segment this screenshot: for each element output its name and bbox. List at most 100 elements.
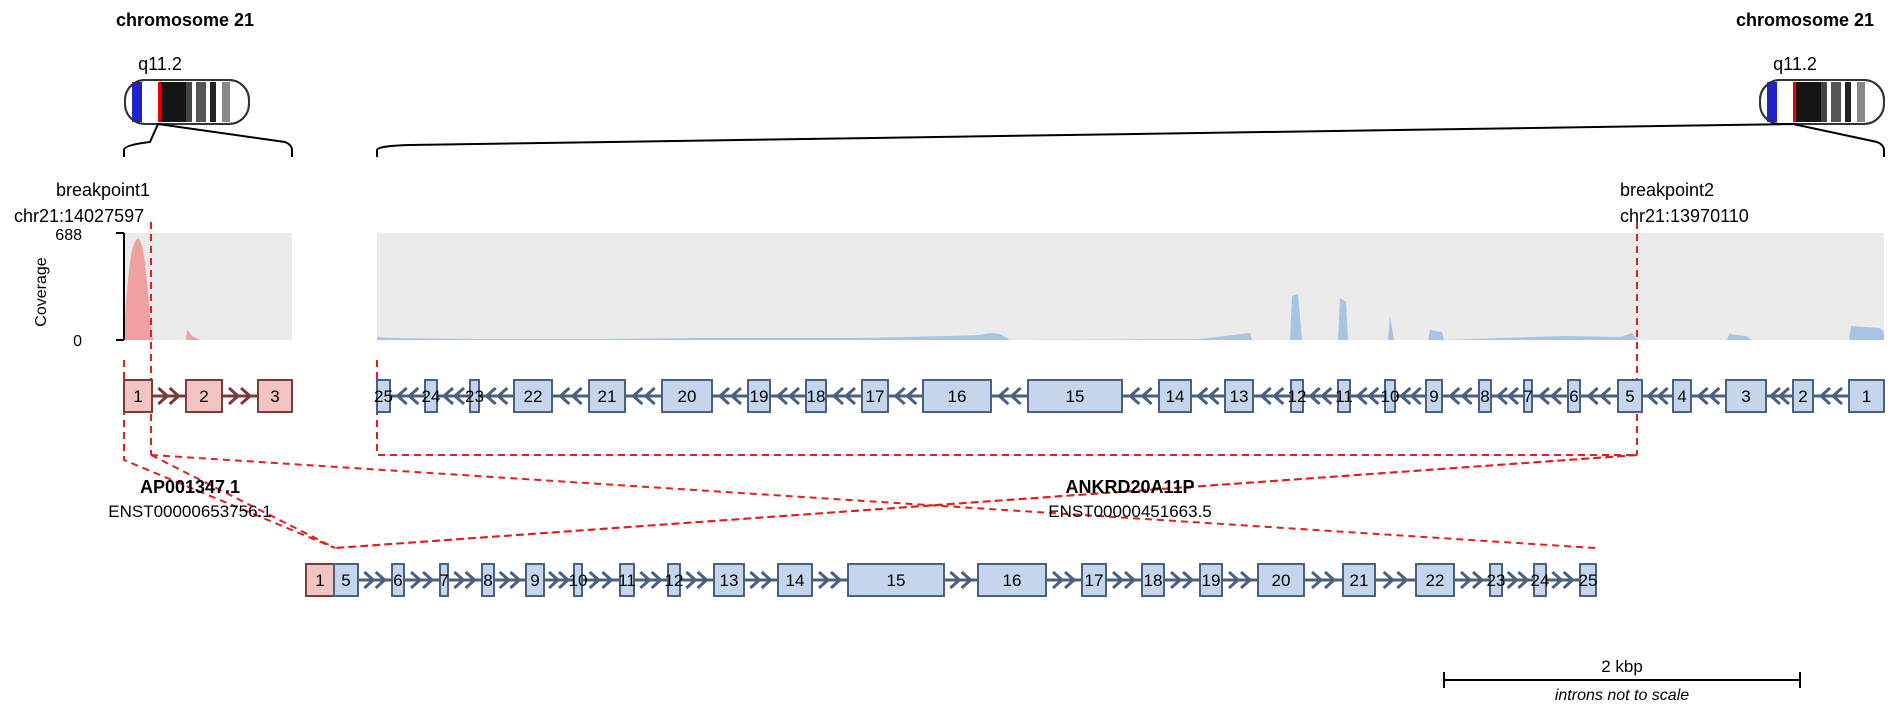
right-exon xyxy=(1027,379,1123,413)
right-intron-arrow xyxy=(1549,386,1562,406)
right-intron-arrow xyxy=(1009,386,1022,406)
right-intron-arrow xyxy=(407,386,420,406)
right-exon xyxy=(1478,379,1492,413)
right-exon xyxy=(1158,379,1192,413)
fusion-exon-label: 7 xyxy=(439,571,448,590)
right-intron-arrow xyxy=(1768,386,1781,406)
right-intron-arrow xyxy=(570,386,583,406)
right-intron-arrow xyxy=(1830,386,1843,406)
right-intron-arrow xyxy=(997,386,1010,406)
fusion-exon xyxy=(1415,563,1455,597)
fusion-exon xyxy=(305,563,335,597)
right-intron-arrow xyxy=(1259,386,1272,406)
left-transcript-id: ENST00000653756.1 xyxy=(108,502,272,521)
right-intron-arrow xyxy=(787,386,800,406)
fusion-intron-arrow xyxy=(548,570,561,590)
right-exon-label: 13 xyxy=(1230,387,1249,406)
right-intron-arrow xyxy=(831,386,844,406)
fusion-exon-label: 21 xyxy=(1350,571,1369,590)
right-exon-label: 23 xyxy=(465,387,484,406)
right-intron-arrow xyxy=(1586,386,1599,406)
fusion-intron-arrow xyxy=(1517,570,1530,590)
right-exon-label: 10 xyxy=(1381,387,1400,406)
right-intron-arrow xyxy=(1409,386,1422,406)
left-coverage-area xyxy=(124,238,154,340)
fusion-exon-label: 6 xyxy=(393,571,402,590)
right-exon-label: 20 xyxy=(678,387,697,406)
fusion-exon xyxy=(1141,563,1165,597)
right-intron-arrow xyxy=(893,386,906,406)
fusion-intron-arrow xyxy=(960,570,973,590)
right-intron-arrow xyxy=(1367,386,1380,406)
right-zoom-bracket xyxy=(376,123,1885,157)
fusion-exon-label: 18 xyxy=(1144,571,1163,590)
right-exon-label: 4 xyxy=(1677,387,1686,406)
right-exon xyxy=(1523,379,1533,413)
fusion-intron-arrow xyxy=(1064,570,1077,590)
fusion-intron-arrow xyxy=(1506,570,1519,590)
fusion-exon-label: 23 xyxy=(1487,571,1506,590)
fusion-intron-arrow xyxy=(696,570,709,590)
right-exon-label: 2 xyxy=(1798,387,1807,406)
right-intron-arrow xyxy=(1128,386,1141,406)
fusion-exon xyxy=(667,563,681,597)
fusion-intron-arrow xyxy=(498,570,511,590)
right-intron-arrow xyxy=(1355,386,1368,406)
fusion-exon-label: 1 xyxy=(315,571,324,590)
right-exon-label: 25 xyxy=(374,387,393,406)
fusion-intron-arrow xyxy=(1112,570,1125,590)
fusion-exon xyxy=(439,563,449,597)
right-exon xyxy=(1792,379,1814,413)
left-gene-name: AP001347.1 xyxy=(140,477,240,497)
fusion-exon xyxy=(1199,563,1223,597)
fusion-exon-label: 16 xyxy=(1003,571,1022,590)
right-chromosome-title: chromosome 21 xyxy=(1736,10,1874,30)
breakpoint1-coord: chr21:14027597 xyxy=(14,206,144,226)
right-exon xyxy=(513,379,553,413)
right-exon-label: 11 xyxy=(1335,387,1353,406)
right-intron-arrow xyxy=(717,386,730,406)
right-intron-arrow xyxy=(1656,386,1669,406)
fusion-exon-label: 13 xyxy=(720,571,739,590)
fusion-intron-arrow xyxy=(650,570,663,590)
fusion-exon xyxy=(713,563,745,597)
fusion-intron-arrow xyxy=(1170,570,1183,590)
right-exon xyxy=(1224,379,1254,413)
right-exon xyxy=(1567,379,1581,413)
fusion-intron-arrow xyxy=(422,570,435,590)
right-exon-label: 16 xyxy=(948,387,967,406)
right-intron-arrow xyxy=(643,386,656,406)
fusion-exon-label: 20 xyxy=(1272,571,1291,590)
left-exon xyxy=(257,379,293,413)
scale-bar-note: introns not to scale xyxy=(1555,687,1689,704)
fusion-intron-arrow xyxy=(1460,570,1473,590)
fusion-intron-arrow xyxy=(410,570,423,590)
right-intron-arrow xyxy=(1448,386,1461,406)
fusion-intron-arrow xyxy=(760,570,773,590)
fusion-exon xyxy=(1579,563,1597,597)
fusion-exon-label: 9 xyxy=(530,571,539,590)
fusion-exon xyxy=(777,563,813,597)
right-exon-label: 21 xyxy=(598,387,617,406)
fusion-exon xyxy=(1342,563,1376,597)
left-exon xyxy=(185,379,223,413)
coverage-axis xyxy=(116,232,125,341)
right-intron-arrow xyxy=(484,386,497,406)
fusion-exon-label: 24 xyxy=(1531,571,1550,590)
fusion-intron-arrow xyxy=(949,570,962,590)
right-exon-label: 7 xyxy=(1523,387,1532,406)
fusion-exon xyxy=(333,563,359,597)
right-exon-label: 9 xyxy=(1429,387,1438,406)
fusion-exon-label: 15 xyxy=(887,571,906,590)
fusion-exon xyxy=(481,563,495,597)
right-transcript-id: ENST00000451663.5 xyxy=(1048,502,1212,521)
right-exon-label: 6 xyxy=(1569,387,1578,406)
fusion-intron-arrow xyxy=(1240,570,1253,590)
left-exon-label: 3 xyxy=(270,387,279,406)
fusion-exon-label: 17 xyxy=(1085,571,1104,590)
left-intron-arrow xyxy=(228,386,241,406)
right-intron-arrow xyxy=(1399,386,1412,406)
right-exon-label: 15 xyxy=(1066,387,1085,406)
right-coverage-area xyxy=(377,294,1884,340)
